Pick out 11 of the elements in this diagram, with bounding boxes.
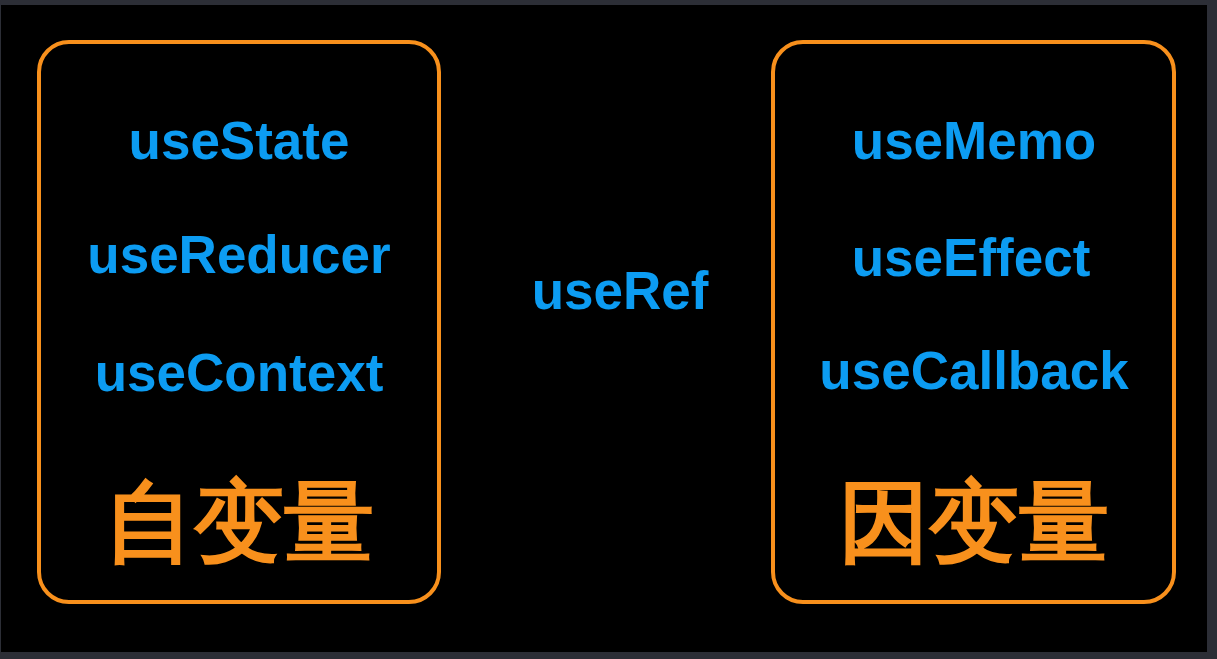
- rounded-box: [37, 40, 441, 604]
- hook-name: useContext: [94, 345, 384, 399]
- hook-name: useMemo: [851, 113, 1097, 167]
- rounded-box: [771, 40, 1176, 604]
- hook-name: useEffect: [851, 230, 1091, 284]
- hook-name: useCallback: [819, 343, 1129, 397]
- category-title: 因变量: [839, 477, 1109, 567]
- hook-name: useRef: [531, 263, 709, 317]
- hook-name: useState: [128, 113, 350, 167]
- hook-name: useReducer: [87, 227, 391, 281]
- category-title: 自变量: [104, 477, 374, 567]
